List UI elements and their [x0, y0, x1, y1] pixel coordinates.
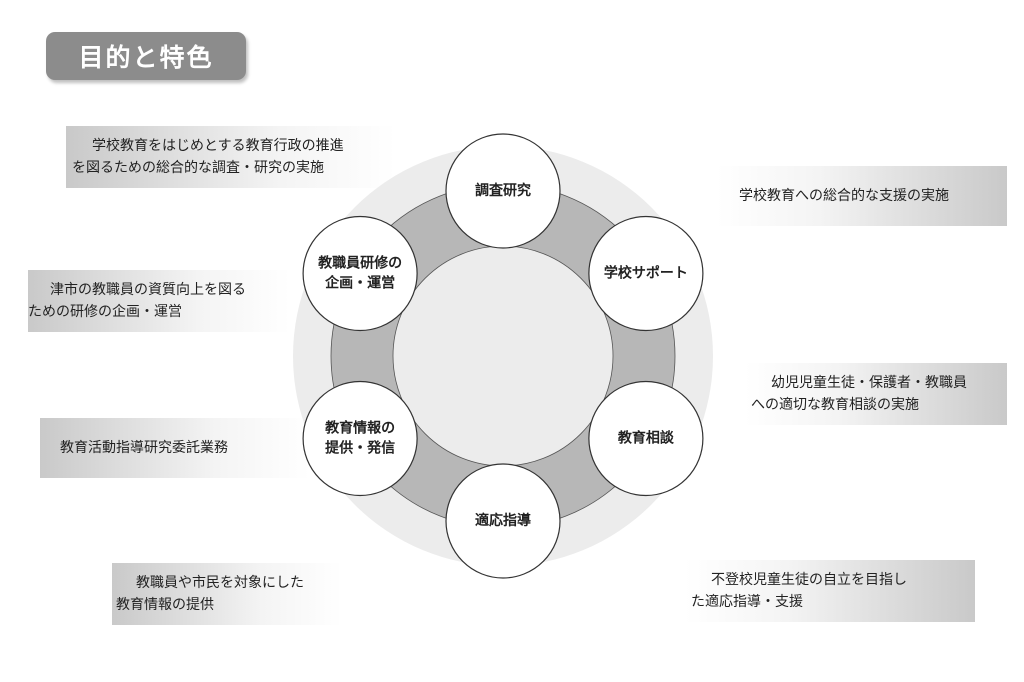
cycle-node-circle: [588, 215, 704, 332]
cycle-node-label: 適応指導: [475, 512, 531, 529]
cycle-node-label: 提供・発信: [325, 440, 395, 457]
cycle-node-circle: [445, 463, 561, 579]
note-line: 教育活動指導研究委託業務: [60, 440, 228, 456]
cycle-node-label: 教職員研修の: [318, 255, 402, 272]
cycle-node: 調査研究: [445, 133, 561, 249]
page-title: 目的と特色: [46, 32, 246, 80]
note-line: 教育情報の提供: [116, 597, 214, 613]
note-line: への適切な教育相談の実施: [751, 397, 919, 413]
cycle-node: 教育相談: [588, 380, 704, 497]
cycle-node: 教育情報の提供・発信: [302, 380, 418, 497]
note-line: ための研修の企画・運営: [28, 304, 182, 320]
note-research: 学校教育をはじめとする教育行政の推進 を図るための総合的な調査・研究の実施: [66, 126, 396, 188]
note-line: 学校教育をはじめとする教育行政の推進: [92, 138, 344, 154]
note-line: 学校教育への総合的な支援の実施: [739, 188, 949, 204]
cycle-node-label: 教育相談: [618, 430, 675, 447]
cycle-node-label: 企画・運営: [324, 275, 395, 292]
cycle-node-label: 学校サポート: [604, 265, 688, 282]
note-training: 津市の教職員の資質向上を図る ための研修の企画・運営: [28, 270, 290, 332]
note-line: た適応指導・支援: [691, 594, 803, 610]
note-support: 学校教育への総合的な支援の実施: [717, 166, 1007, 226]
cycle-node-circle: [445, 133, 561, 249]
cycle-node-circle: [588, 380, 704, 497]
note-line: 津市の教職員の資質向上を図る: [50, 282, 246, 298]
cycle-node-label: 教育情報の: [325, 420, 395, 437]
cycle-node: 学校サポート: [588, 215, 704, 332]
note-line: 幼児児童生徒・保護者・教職員: [771, 375, 967, 391]
cycle-node-label: 調査研究: [475, 182, 531, 199]
note-line: 不登校児童生徒の自立を目指し: [711, 572, 907, 588]
note-line: 教職員や市民を対象にした: [136, 575, 304, 591]
cycle-node-circle: [302, 215, 418, 332]
note-adaptation: 不登校児童生徒の自立を目指し た適応指導・支援: [685, 560, 975, 622]
note-info: 教職員や市民を対象にした 教育情報の提供: [112, 563, 342, 625]
note-line: を図るための総合的な調査・研究の実施: [72, 160, 324, 176]
cycle-node-circle: [302, 380, 418, 497]
note-counseling: 幼児児童生徒・保護者・教職員 への適切な教育相談の実施: [745, 363, 1007, 425]
cycle-node: 適応指導: [445, 463, 561, 579]
note-commission: 教育活動指導研究委託業務: [40, 418, 310, 478]
